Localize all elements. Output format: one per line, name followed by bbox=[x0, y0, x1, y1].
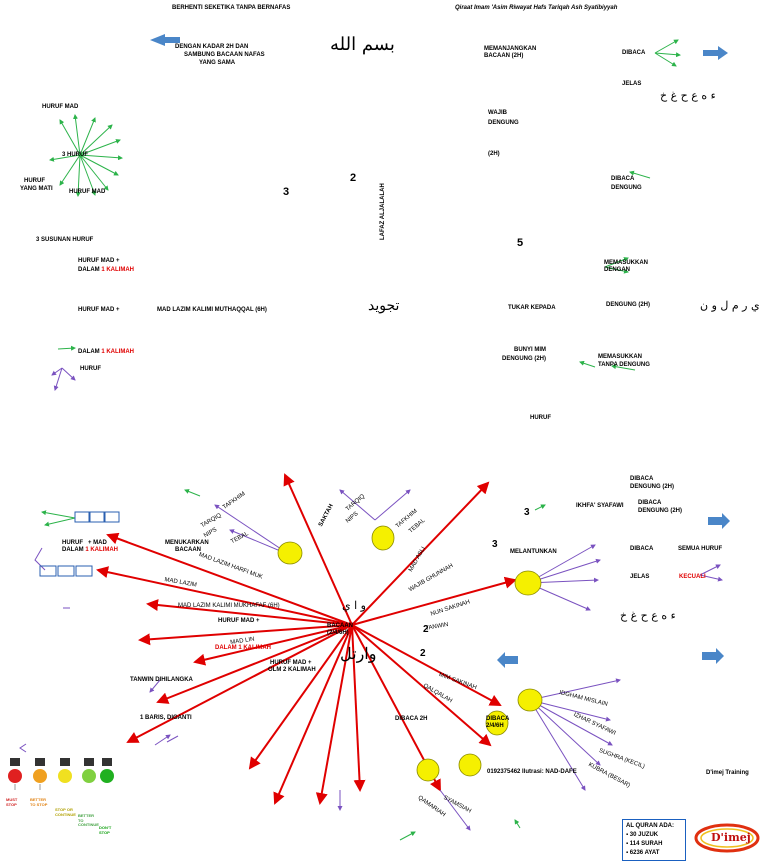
dimej-training: D'imej Training bbox=[706, 770, 749, 776]
menukarkan-1: MENUKARKAN bbox=[165, 540, 209, 546]
title-qiraat: Qiraat Imam 'Asim Riwayat Hafs Tariqah A… bbox=[455, 5, 618, 11]
legend-juzuk: ▪ 30 JUZUK bbox=[626, 832, 659, 838]
semua-huruf: SEMUA HURUF bbox=[678, 546, 723, 552]
memasukkan-1: MEMASUKKAN bbox=[604, 260, 648, 266]
legend-surah: ▪ 114 SURAH bbox=[626, 841, 663, 847]
label-huruf-mad-2: HURUF MAD bbox=[69, 189, 106, 195]
wajib-1: WAJIB bbox=[488, 110, 508, 116]
memanjangkan-1: MEMANJANGKAN bbox=[484, 46, 537, 52]
satu-kalimah-red: 1 KALIMAH bbox=[101, 267, 135, 273]
b-dalam-1-kalimah-red: DALAM 1 KALIMAH bbox=[215, 645, 271, 651]
dibaca-246-1: DIBACA bbox=[486, 716, 510, 722]
traffic-must-stop: MUST STOP bbox=[6, 797, 18, 807]
dibaca-dengung-2h-2: DENGUNG (2H) bbox=[630, 484, 675, 490]
dibaca-dengung-1: DIBACA bbox=[611, 176, 635, 182]
label-lafaz: LAFAZ ALJALALAH bbox=[380, 183, 386, 240]
huruf-mad-olm-1: HURUF MAD + bbox=[270, 660, 312, 666]
dibaca-dengung-2h-b1: DIBACA bbox=[638, 500, 662, 506]
kadar-line-2: SAMBUNG BACAAN NAFAS bbox=[184, 52, 265, 58]
wajib-2: DENGUNG bbox=[488, 120, 519, 126]
traffic-better-continue: BETTER TO CONTINUE bbox=[78, 813, 99, 828]
bacaan-1: BACAAN bbox=[327, 623, 353, 629]
menukarkan-2: BACAAN bbox=[175, 547, 201, 553]
dibaca-2h: DIBACA 2H bbox=[395, 716, 428, 722]
dua-h: (2H) bbox=[488, 151, 500, 157]
blue-arrow-left bbox=[150, 34, 180, 46]
dibaca-dengung-2h-b2: DENGUNG (2H) bbox=[638, 508, 683, 514]
number-5: 5 bbox=[517, 237, 524, 249]
red-rays bbox=[96, 473, 517, 805]
arabic-center-small: و ا ي bbox=[342, 599, 366, 612]
memasukkan-tanpa-1: MEMASUKKAN bbox=[598, 354, 642, 360]
arabic-right-glyph: ء ه ع ح غ خ bbox=[620, 609, 676, 622]
number-2: 2 bbox=[350, 172, 357, 184]
starburst-left bbox=[49, 114, 123, 197]
phone-credit: 0192375462 Ilutrasi: NAD-DAFE bbox=[487, 769, 577, 775]
huruf-mad-dalam-2: DALAM 1 KALIMAH bbox=[78, 267, 135, 273]
huruf-mad-dalam-1: HURUF MAD + bbox=[78, 258, 120, 264]
b-huruf: HURUF bbox=[62, 540, 83, 546]
memasukkan-tanpa-2: TANPA DENGUNG bbox=[598, 362, 650, 368]
b-number-2a: 2 bbox=[423, 624, 429, 635]
b-number-3: 3 bbox=[524, 507, 530, 518]
bacaan-2: (2/4/6H) bbox=[327, 630, 349, 636]
memanjangkan-2: BACAAN (2H) bbox=[484, 53, 524, 59]
traffic-dont-stop: DON'T STOP bbox=[99, 825, 112, 835]
b-dalam-1-kalimah: DALAM 1 KALIMAH bbox=[62, 547, 119, 553]
dalam-1-kalimah: DALAM 1 KALIMAH bbox=[78, 349, 135, 355]
logo-text: D'imej bbox=[711, 831, 751, 844]
kadar-line-3: YANG SAMA bbox=[199, 60, 236, 66]
b-huruf-mad-plus: HURUF MAD + bbox=[218, 618, 260, 624]
bunyi-2: DENGUNG (2H) bbox=[502, 356, 547, 362]
ikhfa-syafawi: IKHFA' SYAFAWI bbox=[576, 503, 624, 509]
b-dibaca: DIBACA bbox=[630, 546, 654, 552]
tukar-kepada: TUKAR KEPADA bbox=[508, 305, 556, 311]
dimej-logo bbox=[694, 823, 760, 853]
label-susunan: 3 SUSUNAN HURUF bbox=[36, 237, 94, 243]
yellow-blobs bbox=[277, 525, 543, 782]
dengung-2h: DENGUNG (2H) bbox=[606, 302, 651, 308]
dibaca-dengung-2: DENGUNG bbox=[611, 185, 642, 191]
melantunkan: MELANTUNKAN bbox=[510, 549, 557, 555]
dibaca-dengung-2h-1: DIBACA bbox=[630, 476, 654, 482]
label-3-huruf: 3 HURUF bbox=[62, 152, 89, 158]
satu-baris-diganti: 1 BARIS, DIGANTI bbox=[140, 715, 192, 721]
traffic-light-legend bbox=[8, 758, 114, 790]
label-huruf-mad: HURUF MAD bbox=[42, 104, 79, 110]
traffic-stop-continue: STOP OR CONTINUE bbox=[55, 807, 76, 817]
arabic-glyph-1: ء ه ع ح غ خ bbox=[660, 89, 716, 102]
label-huruf: HURUF bbox=[80, 366, 101, 372]
kecuali: KECUALI bbox=[679, 574, 706, 580]
legend-ayat: ▪ 6236 AYAT bbox=[626, 850, 660, 856]
arabic-tajwid-glyph: تجويد bbox=[368, 298, 400, 314]
jelas-top: JELAS bbox=[622, 81, 642, 87]
b-number-3b: 3 bbox=[492, 539, 498, 550]
dibaca-top: DIBACA bbox=[622, 50, 646, 56]
arabic-heading-glyph: بسم الله bbox=[330, 34, 395, 55]
legend-title: AL QURAN ADA: bbox=[626, 823, 674, 829]
traffic-better-stop: BETTER TO STOP bbox=[30, 797, 48, 807]
label-huruf-yang-mati-1: HURUF bbox=[24, 178, 45, 184]
dibaca-246-2: 2/4/6H bbox=[486, 723, 504, 729]
b-number-2b: 2 bbox=[420, 648, 426, 659]
number-3: 3 bbox=[283, 186, 290, 198]
b-plus-mad: + MAD bbox=[88, 540, 107, 546]
memasukkan-2: DENGAN bbox=[604, 267, 631, 273]
huruf-mad-plus: HURUF MAD + bbox=[78, 307, 120, 313]
huruf-mad-olm-2: OLM 2 KALIMAH bbox=[268, 667, 316, 673]
huruf-bottom: HURUF bbox=[530, 415, 551, 421]
quran-legend: AL QURAN ADA: ▪ 30 JUZUK ▪ 114 SURAH ▪ 6… bbox=[622, 819, 686, 861]
title-berhenti: BERHENTI SEKETIKA TANPA BERNAFAS bbox=[172, 5, 291, 11]
arabic-center-glyph: وارتل bbox=[340, 644, 377, 663]
kadar-line-1: DENGAN KADAR 2H DAN bbox=[175, 44, 249, 50]
blue-arrow-right bbox=[703, 46, 728, 60]
arabic-glyph-2: ي ر م ل و ن bbox=[700, 299, 760, 312]
mad-lazim-kalimi: MAD LAZIM KALIMI MUTHAQQAL (6H) bbox=[157, 307, 267, 313]
mad-lazim-kalimi-mukhafaf: MAD LAZIM KALIMI MUKHAFAF (6H) bbox=[178, 603, 280, 609]
bunyi-1: BUNYI MIM bbox=[514, 347, 546, 353]
b-jelas: JELAS bbox=[630, 574, 650, 580]
label-huruf-yang-mati-2: YANG MATI bbox=[20, 186, 53, 192]
tanwin-dihilangka: TANWIN DIHILANGKA bbox=[130, 677, 193, 683]
